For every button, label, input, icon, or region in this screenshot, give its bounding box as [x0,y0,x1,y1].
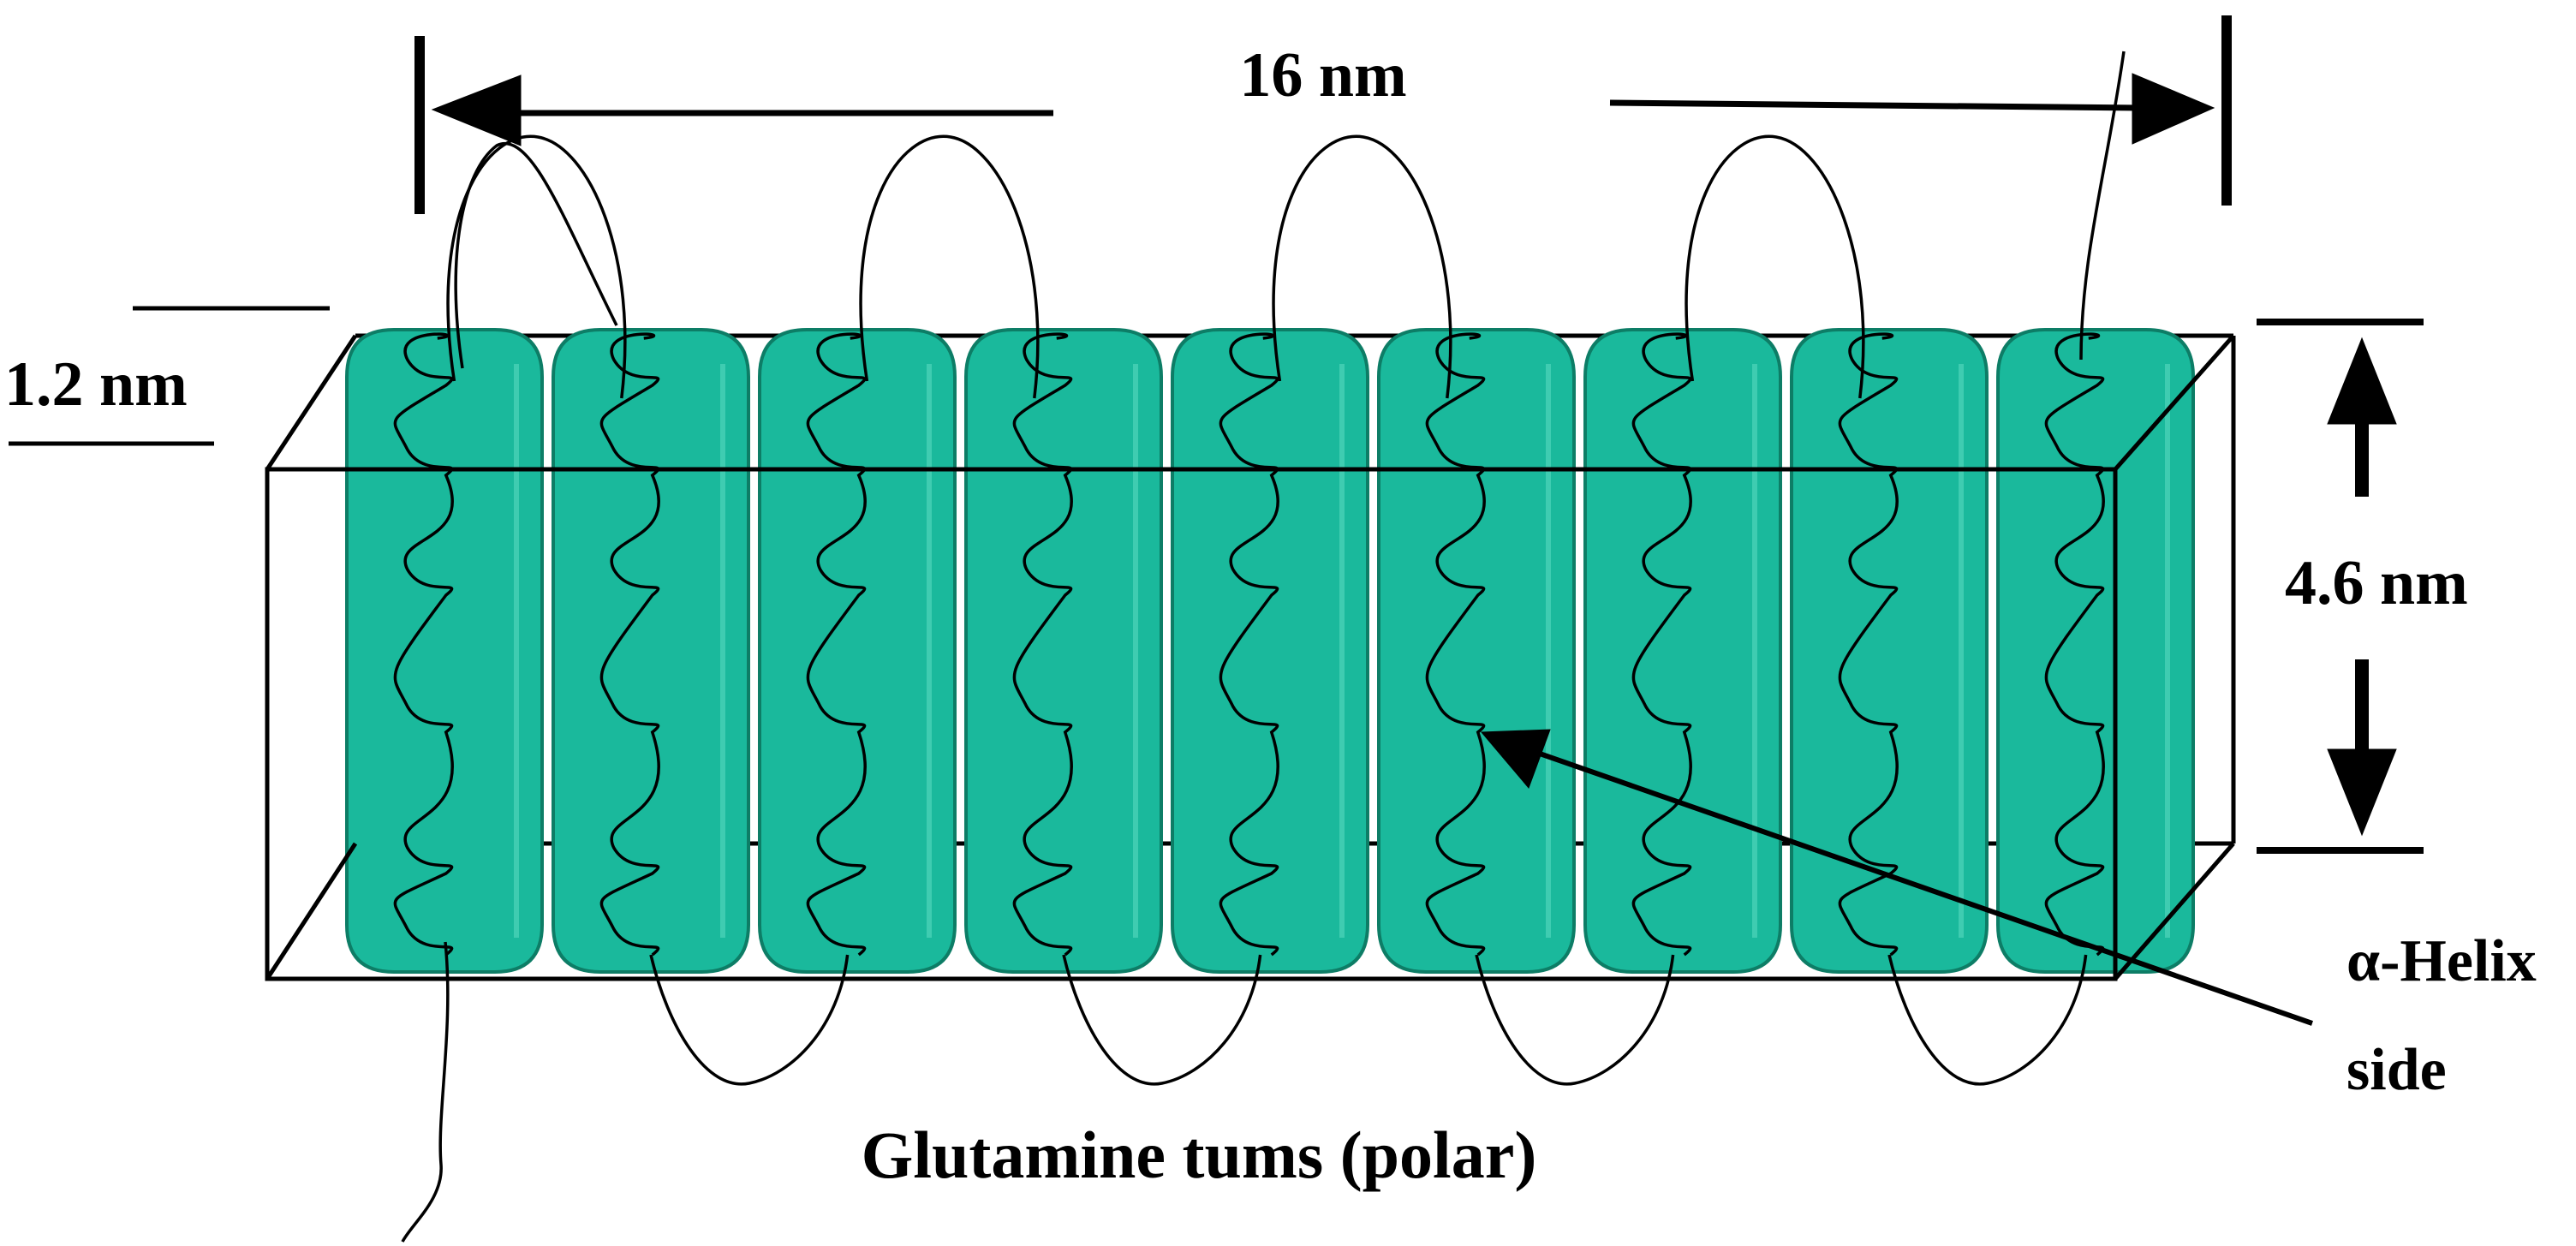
helix-coil [1631,332,1692,957]
glutamine-turns-label: Glutamine tums (polar) [862,1118,1537,1192]
top-turn-loop [859,134,1040,399]
length-label: 16 nm [1239,40,1406,110]
helix-coil [2044,332,2105,957]
helix-cylinder [1377,328,1576,974]
helix-side-label-line2: side [2346,1037,2447,1103]
helix-cylinder [1996,328,2195,974]
bottom-turn-loop [1887,954,2088,1086]
bottom-turn-loop [1062,954,1262,1086]
top-left-tail [454,142,618,369]
box-front-face [265,334,2235,981]
cylinder-group [345,328,2195,974]
helix-side-pointer [1480,729,2313,1026]
helix-coil [1012,332,1073,957]
helix-cylinder [758,328,957,974]
helix-coil [599,332,660,957]
arrow-up-head [2327,337,2397,425]
arrow-down-head [2327,748,2397,837]
bottom-turn-loop [1475,954,1675,1086]
helix-cylinder [964,328,1163,974]
top-turn-loop [1272,134,1452,399]
helix-coil [806,332,867,957]
helix-coil [393,332,454,957]
helix-backbone [393,51,2126,1243]
thickness-label: 1.2 nm [4,349,188,420]
thickness-dimension [9,306,330,446]
helix-coil [1425,332,1486,957]
helix-cylinder [1171,328,1369,974]
pointer-arrow-head [1480,729,1551,789]
bottom-turn-loop [649,954,850,1086]
arrow-right-head [2132,73,2215,145]
helix-coil [1219,332,1279,957]
height-dimension [2257,319,2424,854]
top-turn-loop [446,134,627,399]
length-dimension [414,15,2232,214]
helix-cylinder [1583,328,1782,974]
helix-cylinder [1790,328,1989,974]
bottom-left-tail [401,941,450,1243]
arrow-left-head [431,75,522,146]
helix-cylinder [345,328,544,974]
helix-side-label-line1: α-Helix [2346,928,2537,994]
helix-cylinder [552,328,750,974]
top-turn-loop [1685,134,1865,399]
top-right-tail [2079,51,2126,361]
height-label: 4.6 nm [2285,548,2468,618]
helix-coil [1838,332,1899,957]
